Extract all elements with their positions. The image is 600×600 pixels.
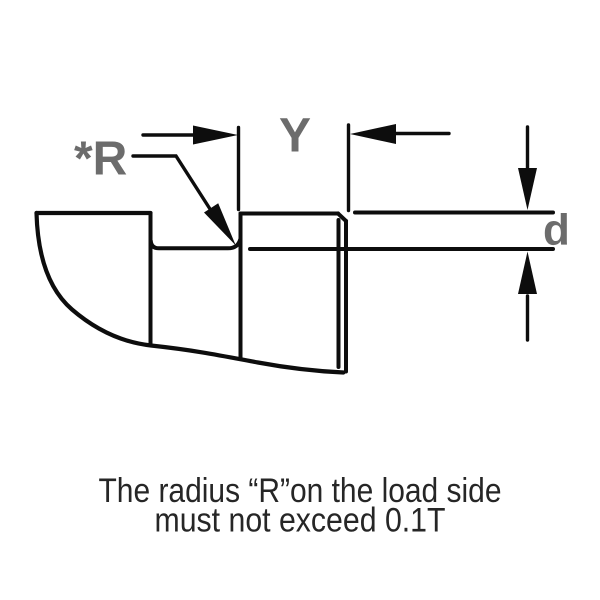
d-dim-arrow-up (518, 251, 537, 294)
label-y: Y (279, 110, 311, 163)
d-dim-arrow-down (518, 168, 537, 210)
dim-arrow-left-pointing (350, 124, 396, 144)
caption-line-2: must not exceed 0.1T (155, 502, 446, 540)
label-d: d (543, 206, 570, 255)
label-radius: *R (74, 133, 127, 186)
radius-leader-arrow (204, 203, 236, 246)
hook-curve-bottom (34, 210, 346, 375)
dim-arrow-right-pointing (193, 125, 238, 145)
recess-floor-line (148, 237, 243, 251)
caption-line-1: The radius “R”on the load side (99, 472, 502, 510)
radius-leader-line (131, 154, 212, 211)
